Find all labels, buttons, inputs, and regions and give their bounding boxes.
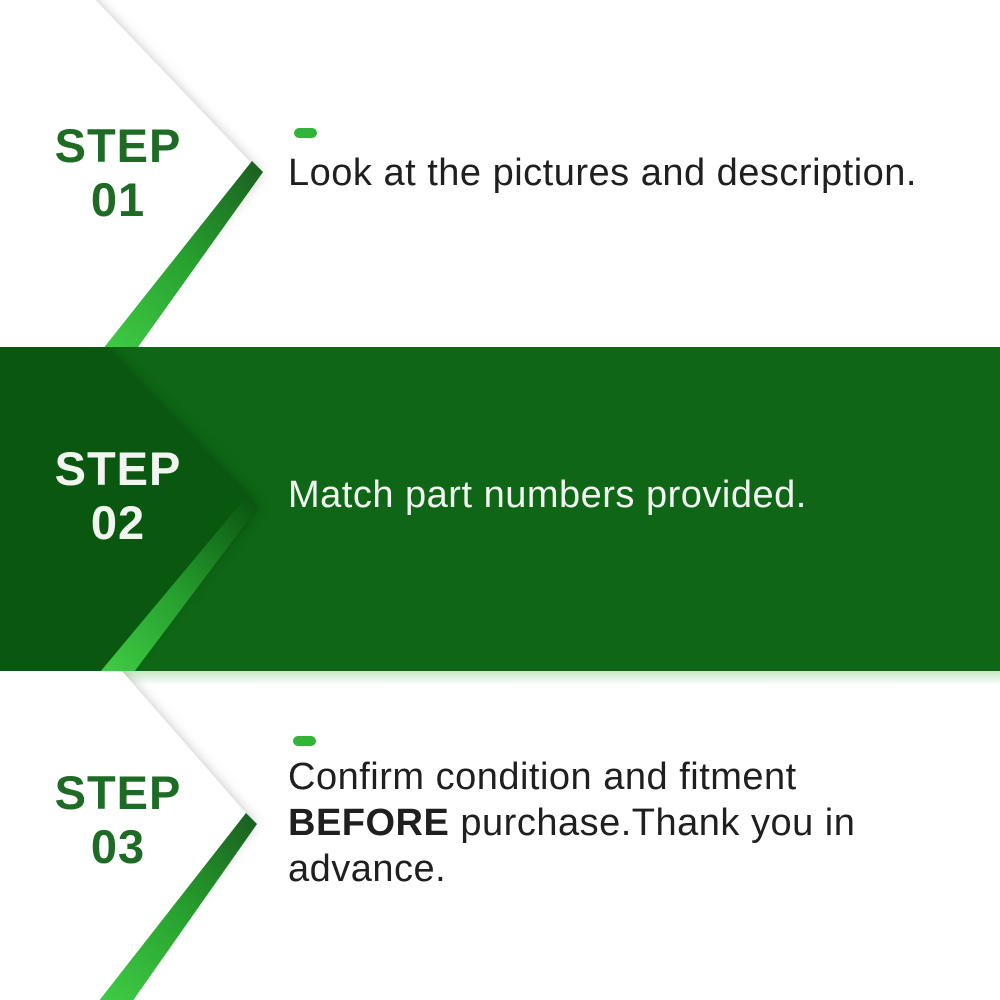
green-ribbon bbox=[104, 161, 263, 347]
step-3-label: STEP 03 bbox=[40, 766, 196, 874]
step-1-chevron bbox=[0, 0, 400, 347]
green-ribbon bbox=[100, 496, 258, 671]
step-3-description-part2: purchase.Thank you in advance. bbox=[288, 802, 856, 890]
step-2-description: Match part numbers provided. bbox=[288, 474, 807, 516]
dash-icon bbox=[294, 128, 317, 138]
step-3-description-part1: Confirm condition and fitment bbox=[288, 756, 797, 798]
band-bottom-glow bbox=[0, 671, 1000, 685]
step-3-label-word: STEP bbox=[54, 766, 182, 819]
step-1-label-number: 01 bbox=[90, 173, 146, 226]
step-3-label-number: 03 bbox=[90, 820, 146, 873]
step-2-label-number: 02 bbox=[90, 496, 146, 549]
step-1-label: STEP 01 bbox=[40, 119, 196, 227]
chevron-arrow-shape bbox=[0, 0, 258, 347]
green-ribbon bbox=[99, 813, 257, 1000]
step-2-label-word: STEP bbox=[54, 442, 182, 495]
step-1-label-word: STEP bbox=[54, 119, 182, 172]
chevron-arrow-shape bbox=[0, 671, 252, 1000]
step-3-description: Confirm condition and fitment BEFORE pur… bbox=[288, 754, 888, 892]
step-2-chevron bbox=[0, 347, 400, 671]
dash-icon bbox=[293, 736, 316, 746]
chevron-arrow-shape bbox=[0, 347, 253, 671]
step-3-chevron bbox=[0, 671, 400, 1000]
step-1-description: Look at the pictures and description. bbox=[288, 152, 917, 194]
step-2-label: STEP 02 bbox=[40, 442, 196, 550]
step-3-description-bold: BEFORE bbox=[288, 802, 450, 844]
